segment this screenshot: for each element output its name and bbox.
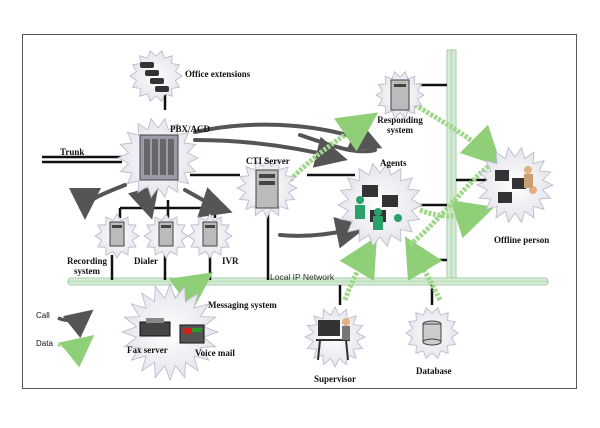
agents-icon <box>355 185 402 230</box>
agents-label: Agents <box>380 158 407 168</box>
office-extensions-label: Office extensions <box>185 69 251 79</box>
legend-data-label: Data <box>36 339 53 348</box>
ivr-icon <box>202 221 218 247</box>
recording-system-label: Recording system <box>62 256 112 276</box>
supervisor-icon <box>316 318 350 361</box>
burst-agents <box>337 162 423 248</box>
legend-call-arrow <box>57 309 94 339</box>
offline-person-label: Offline person <box>494 235 550 245</box>
messaging-system-label: Messaging system <box>208 300 277 310</box>
local-ip-network-label: Local IP Network <box>270 272 335 282</box>
responding-system-label-line1: Responding <box>377 115 423 125</box>
supervisor-label: Supervisor <box>314 374 357 384</box>
database-icon <box>422 320 442 346</box>
responding-system-icon <box>390 79 410 111</box>
burst-supervisor <box>304 306 366 368</box>
phones-icon <box>140 62 169 92</box>
device-glyphs <box>109 62 537 361</box>
recording-system-label-line1: Recording <box>67 256 107 266</box>
responding-system-label-line2: system <box>387 125 413 135</box>
voice-mail-icon <box>179 324 205 344</box>
ivr-label: IVR <box>222 256 239 266</box>
dialer-label: Dialer <box>134 256 158 266</box>
fax-server-label: Fax server <box>127 345 168 355</box>
database-label: Database <box>416 366 452 376</box>
trunk-label: Trunk <box>60 147 85 157</box>
dialer-icon <box>158 221 174 247</box>
vertical-network-bus <box>446 49 457 281</box>
responding-system-label: Responding system <box>375 115 425 135</box>
cti-server-icon <box>255 169 279 209</box>
data-arrows <box>168 102 503 312</box>
offline-person-icon <box>495 166 537 203</box>
recording-system-icon <box>109 221 125 247</box>
cti-server-label: CTI Server <box>246 156 290 166</box>
legend-data-arrow <box>57 335 95 368</box>
pbx-cabinet-icon <box>139 134 179 181</box>
voice-mail-label: Voice mail <box>195 348 235 358</box>
legend-call-label: Call <box>36 311 50 320</box>
pbx-acd-label: PBX/ACD <box>170 124 210 134</box>
recording-system-label-line2: system <box>74 266 100 276</box>
fax-server-icon <box>139 318 171 337</box>
